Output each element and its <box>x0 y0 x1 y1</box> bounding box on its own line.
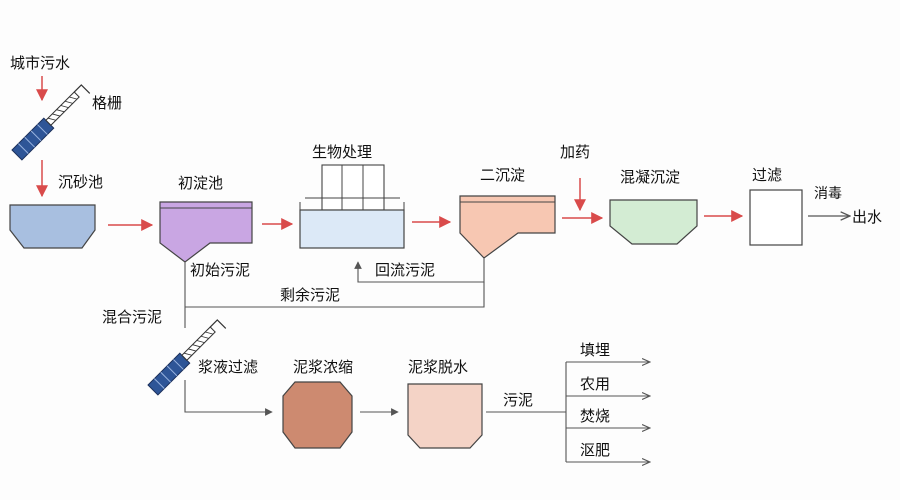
label-effluent: 出水 <box>852 208 882 226</box>
slurry-screen-icon <box>147 319 227 396</box>
label-sludge-thickening: 泥浆浓缩 <box>293 358 353 376</box>
label-screen: 格栅 <box>92 94 122 112</box>
label-excess-sludge: 剩余污泥 <box>280 286 340 304</box>
label-return-sludge: 回流污泥 <box>375 261 435 279</box>
disposal-landfill: 填埋 <box>580 341 610 359</box>
disposal-composting: 沤肥 <box>580 441 610 459</box>
label-coag-sedimentation: 混凝沉淀 <box>620 168 680 186</box>
label-add-chemicals: 加药 <box>560 143 590 161</box>
biological-treatment-tank <box>299 164 405 249</box>
primary-clarifier-tank <box>159 201 253 263</box>
screen-icon <box>11 84 91 161</box>
label-mixed-sludge: 混合污泥 <box>102 308 162 326</box>
disposal-agriculture: 农用 <box>580 375 610 393</box>
label-biological-treatment: 生物处理 <box>312 143 372 161</box>
label-secondary-clarifier: 二沉淀 <box>480 166 525 184</box>
label-city-sewage: 城市污水 <box>10 54 70 72</box>
label-primary-sludge: 初始污泥 <box>190 261 250 279</box>
label-disinfection: 消毒 <box>814 186 842 202</box>
label-sludge-dewatering: 泥浆脱水 <box>408 358 468 376</box>
dewatering-tank <box>407 383 483 449</box>
coag-sedimentation-tank <box>609 199 698 245</box>
label-primary-clarifier: 初淀池 <box>178 174 223 192</box>
line-return-sludge <box>354 258 485 283</box>
line-excess-sludge <box>185 282 485 308</box>
label-slurry-filtration: 浆液过滤 <box>198 358 258 376</box>
thickener-tank <box>282 381 353 449</box>
grit-chamber-tank <box>9 204 96 249</box>
filtration-box <box>749 189 803 246</box>
secondary-clarifier-tank <box>459 195 556 259</box>
label-filtration: 过滤 <box>752 166 782 184</box>
label-grit-chamber: 沉砂池 <box>58 173 103 191</box>
arrow-to-thickener <box>184 380 273 416</box>
label-sludge: 污泥 <box>503 391 533 409</box>
disposal-incineration: 焚烧 <box>580 407 610 425</box>
